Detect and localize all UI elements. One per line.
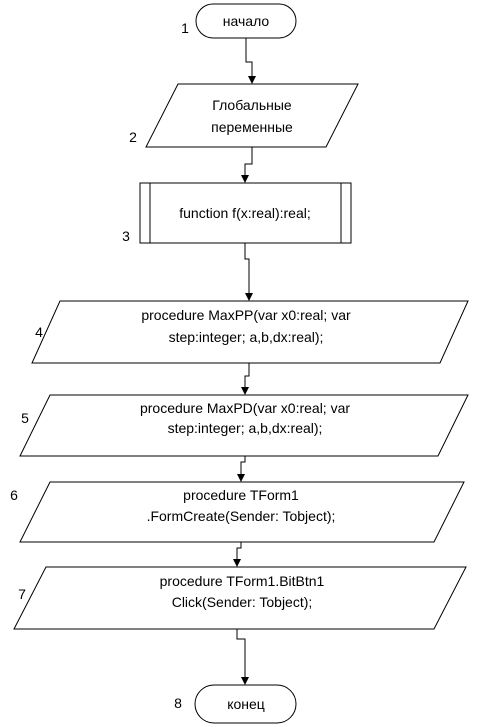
start-label: начало xyxy=(223,13,270,29)
procedure-formcreate-line-2: .FormCreate(Sender: Tobject); xyxy=(147,508,336,524)
block-number-2: 2 xyxy=(129,129,137,145)
connector-6-7 xyxy=(233,542,242,567)
procedure-bitbtn1click-block: procedure TForm1.BitBtn1 Click(Sender: T… xyxy=(13,566,467,630)
global-variables-block: Глобальные переменные 2 xyxy=(129,83,359,148)
end-terminator: конец 8 xyxy=(174,684,297,724)
procedure-bitbtn1click-line-2: Click(Sender: Tobject); xyxy=(172,594,313,610)
procedure-maxpd-line-1: procedure MaxPD(var x0:real; var xyxy=(140,400,350,416)
global-variables-line-1: Глобальные xyxy=(212,97,292,113)
block-number-7: 7 xyxy=(18,586,26,602)
procedure-maxpd-block: procedure MaxPD(var x0:real; var step:in… xyxy=(19,394,469,457)
function-block: function f(x:real):real; 3 xyxy=(122,182,352,244)
block-number-3: 3 xyxy=(122,228,130,244)
block-number-8: 8 xyxy=(174,695,182,711)
connector-5-6 xyxy=(237,456,246,482)
global-variables-line-2: переменные xyxy=(211,119,293,135)
procedure-maxpd-line-2: step:integer; a,b,dx:real); xyxy=(168,420,323,436)
procedure-maxpp-line-1: procedure MaxPP(var x0:real; var xyxy=(141,307,351,323)
procedure-formcreate-block: procedure TForm1 .FormCreate(Sender: Tob… xyxy=(10,481,465,543)
procedure-maxpp-block: procedure MaxPP(var x0:real; var step:in… xyxy=(31,300,469,364)
block-number-5: 5 xyxy=(21,410,29,426)
procedure-formcreate-line-1: procedure TForm1 xyxy=(183,487,299,503)
connector-7-8 xyxy=(236,629,249,685)
start-terminator: начало 1 xyxy=(181,3,297,39)
connector-1-2 xyxy=(245,38,256,84)
block-number-1: 1 xyxy=(181,20,189,36)
block-number-6: 6 xyxy=(10,487,18,503)
block-number-4: 4 xyxy=(35,324,43,340)
function-label: function f(x:real):real; xyxy=(179,205,311,221)
end-label: конец xyxy=(227,696,265,712)
procedure-maxpp-line-2: step:integer; a,b,dx:real); xyxy=(169,329,324,345)
connector-2-3 xyxy=(241,147,253,183)
connector-3-4 xyxy=(244,243,253,301)
procedure-bitbtn1click-line-1: procedure TForm1.BitBtn1 xyxy=(160,573,325,589)
connector-4-5 xyxy=(241,363,250,395)
